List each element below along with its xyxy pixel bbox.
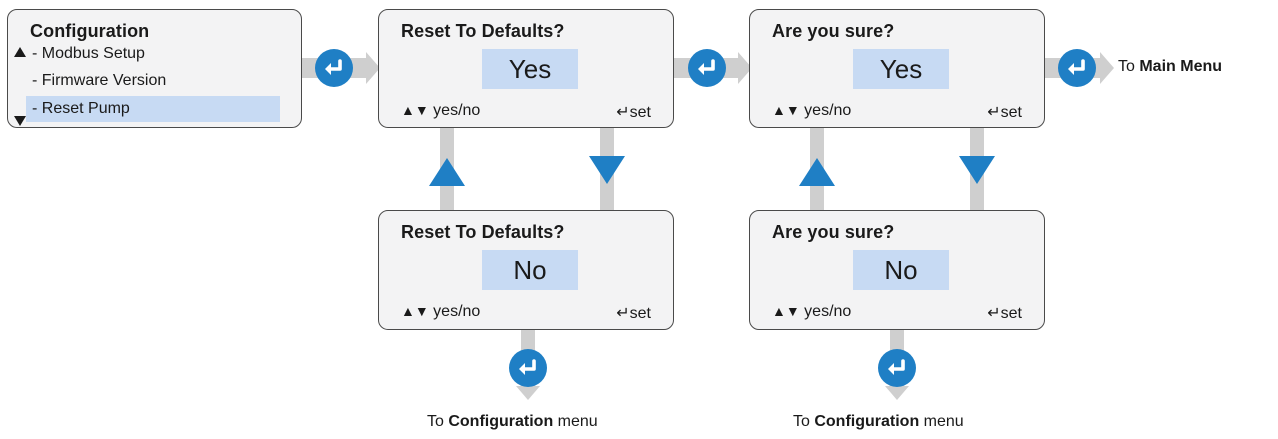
connector-arrowhead (738, 52, 752, 84)
down-arrow-icon[interactable] (589, 156, 625, 184)
to-configuration-menu-caption-left: To Configuration menu (427, 413, 598, 431)
set-label: set (1000, 104, 1022, 121)
enter-icon: ↵ (616, 305, 630, 322)
selected-value[interactable]: No (853, 250, 949, 290)
menu-item-firmware-version[interactable]: - Firmware Version (32, 72, 167, 89)
reset-defaults-yes-panel: Reset To Defaults? Yes ▲▼ yes/no ↵set (378, 9, 674, 128)
up-down-arrows-icon: ▲▼ (772, 303, 800, 319)
connector-arrowhead (885, 386, 909, 400)
menu-item-reset-pump[interactable]: - Reset Pump (26, 96, 280, 122)
up-down-arrows-icon: ▲▼ (401, 102, 429, 118)
menu-item-modbus-setup[interactable]: - Modbus Setup (32, 45, 145, 62)
enter-button-icon[interactable] (688, 49, 726, 87)
hint-label: yes/no (433, 303, 481, 320)
panel-title: Are you sure? (772, 21, 895, 41)
selected-value[interactable]: Yes (482, 49, 578, 89)
caption-prefix: To (1118, 58, 1140, 75)
panel-title: Configuration (30, 21, 150, 41)
hint-label: yes/no (433, 102, 481, 119)
connector-arrowhead (1100, 52, 1114, 84)
enter-button-icon[interactable] (878, 349, 916, 387)
panel-title: Reset To Defaults? (401, 222, 565, 242)
selected-value[interactable]: Yes (853, 49, 949, 89)
set-hint: ↵set (616, 303, 651, 323)
scroll-down-icon[interactable] (14, 116, 26, 126)
enter-button-icon[interactable] (1058, 49, 1096, 87)
selected-value[interactable]: No (482, 250, 578, 290)
yes-no-hint: ▲▼ yes/no (772, 102, 851, 120)
enter-icon: ↵ (987, 305, 1001, 322)
caption-target: Configuration (814, 413, 920, 430)
set-hint: ↵set (616, 102, 651, 122)
caption-suffix: menu (553, 413, 598, 430)
set-label: set (629, 305, 651, 322)
down-arrow-icon[interactable] (959, 156, 995, 184)
hint-label: yes/no (804, 102, 852, 119)
caption-target: Main Menu (1139, 58, 1223, 75)
panel-title: Reset To Defaults? (401, 21, 565, 41)
set-hint: ↵set (987, 102, 1022, 122)
yes-no-hint: ▲▼ yes/no (772, 303, 851, 321)
enter-icon: ↵ (987, 104, 1001, 121)
set-label: set (629, 104, 651, 121)
yes-no-hint: ▲▼ yes/no (401, 303, 480, 321)
configuration-menu-panel: Configuration - Modbus Setup - Firmware … (7, 9, 302, 128)
yes-no-hint: ▲▼ yes/no (401, 102, 480, 120)
up-arrow-icon[interactable] (429, 158, 465, 186)
up-down-arrows-icon: ▲▼ (401, 303, 429, 319)
to-main-menu-caption: To Main Menu (1118, 58, 1222, 76)
scroll-up-icon[interactable] (14, 47, 26, 57)
enter-icon: ↵ (616, 104, 630, 121)
connector-arrowhead (366, 52, 380, 84)
set-hint: ↵set (987, 303, 1022, 323)
reset-defaults-no-panel: Reset To Defaults? No ▲▼ yes/no ↵set (378, 210, 674, 330)
enter-button-icon[interactable] (315, 49, 353, 87)
caption-target: Configuration (448, 413, 554, 430)
connector-arrowhead (516, 386, 540, 400)
up-down-arrows-icon: ▲▼ (772, 102, 800, 118)
confirm-no-panel: Are you sure? No ▲▼ yes/no ↵set (749, 210, 1045, 330)
hint-label: yes/no (804, 303, 852, 320)
set-label: set (1000, 305, 1022, 322)
panel-title: Are you sure? (772, 222, 895, 242)
to-configuration-menu-caption-right: To Configuration menu (793, 413, 964, 431)
confirm-yes-panel: Are you sure? Yes ▲▼ yes/no ↵set (749, 9, 1045, 128)
enter-button-icon[interactable] (509, 349, 547, 387)
caption-prefix: To (427, 413, 449, 430)
caption-prefix: To (793, 413, 815, 430)
up-arrow-icon[interactable] (799, 158, 835, 186)
caption-suffix: menu (919, 413, 964, 430)
